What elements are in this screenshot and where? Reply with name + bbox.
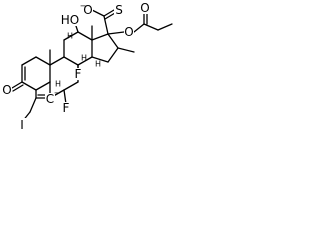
ring-c xyxy=(63,31,93,66)
c8-hydrogen-label: H xyxy=(81,54,87,63)
c5-carbanion-label: C xyxy=(46,92,54,106)
ring-a xyxy=(21,56,51,99)
c14-hydrogen-label: H xyxy=(95,60,101,69)
oxide-charge-label: − xyxy=(80,2,87,11)
oxide-oxygen-label: O xyxy=(83,3,92,17)
thione-sulfur-label: S xyxy=(115,3,123,17)
hydroxyl-label: HO xyxy=(61,13,79,27)
c11-hydrogen-label: H xyxy=(67,32,73,41)
ester-oxygen-label: O xyxy=(124,25,133,39)
c5-charge-label: − xyxy=(54,89,61,98)
ring-d xyxy=(91,33,119,63)
c16-methyl xyxy=(117,47,135,53)
ketone-oxygen-label: O xyxy=(2,83,11,97)
steroid-structure-diagram: O − S O O HO H F H H O C − I F H xyxy=(2,1,173,132)
propionate-carbonyl-oxygen-label: O xyxy=(140,1,149,15)
atom-labels: O − S O O HO H F H H O C − I F H xyxy=(2,1,150,132)
c6-fluoro-bond xyxy=(63,89,67,105)
c6-hydrogen-label: H xyxy=(55,80,61,89)
c6-fluorine-label: F xyxy=(63,101,70,115)
c9-fluorine-label: F xyxy=(75,67,82,81)
iodine-label: I xyxy=(20,118,24,132)
ketone-bond xyxy=(11,81,24,92)
